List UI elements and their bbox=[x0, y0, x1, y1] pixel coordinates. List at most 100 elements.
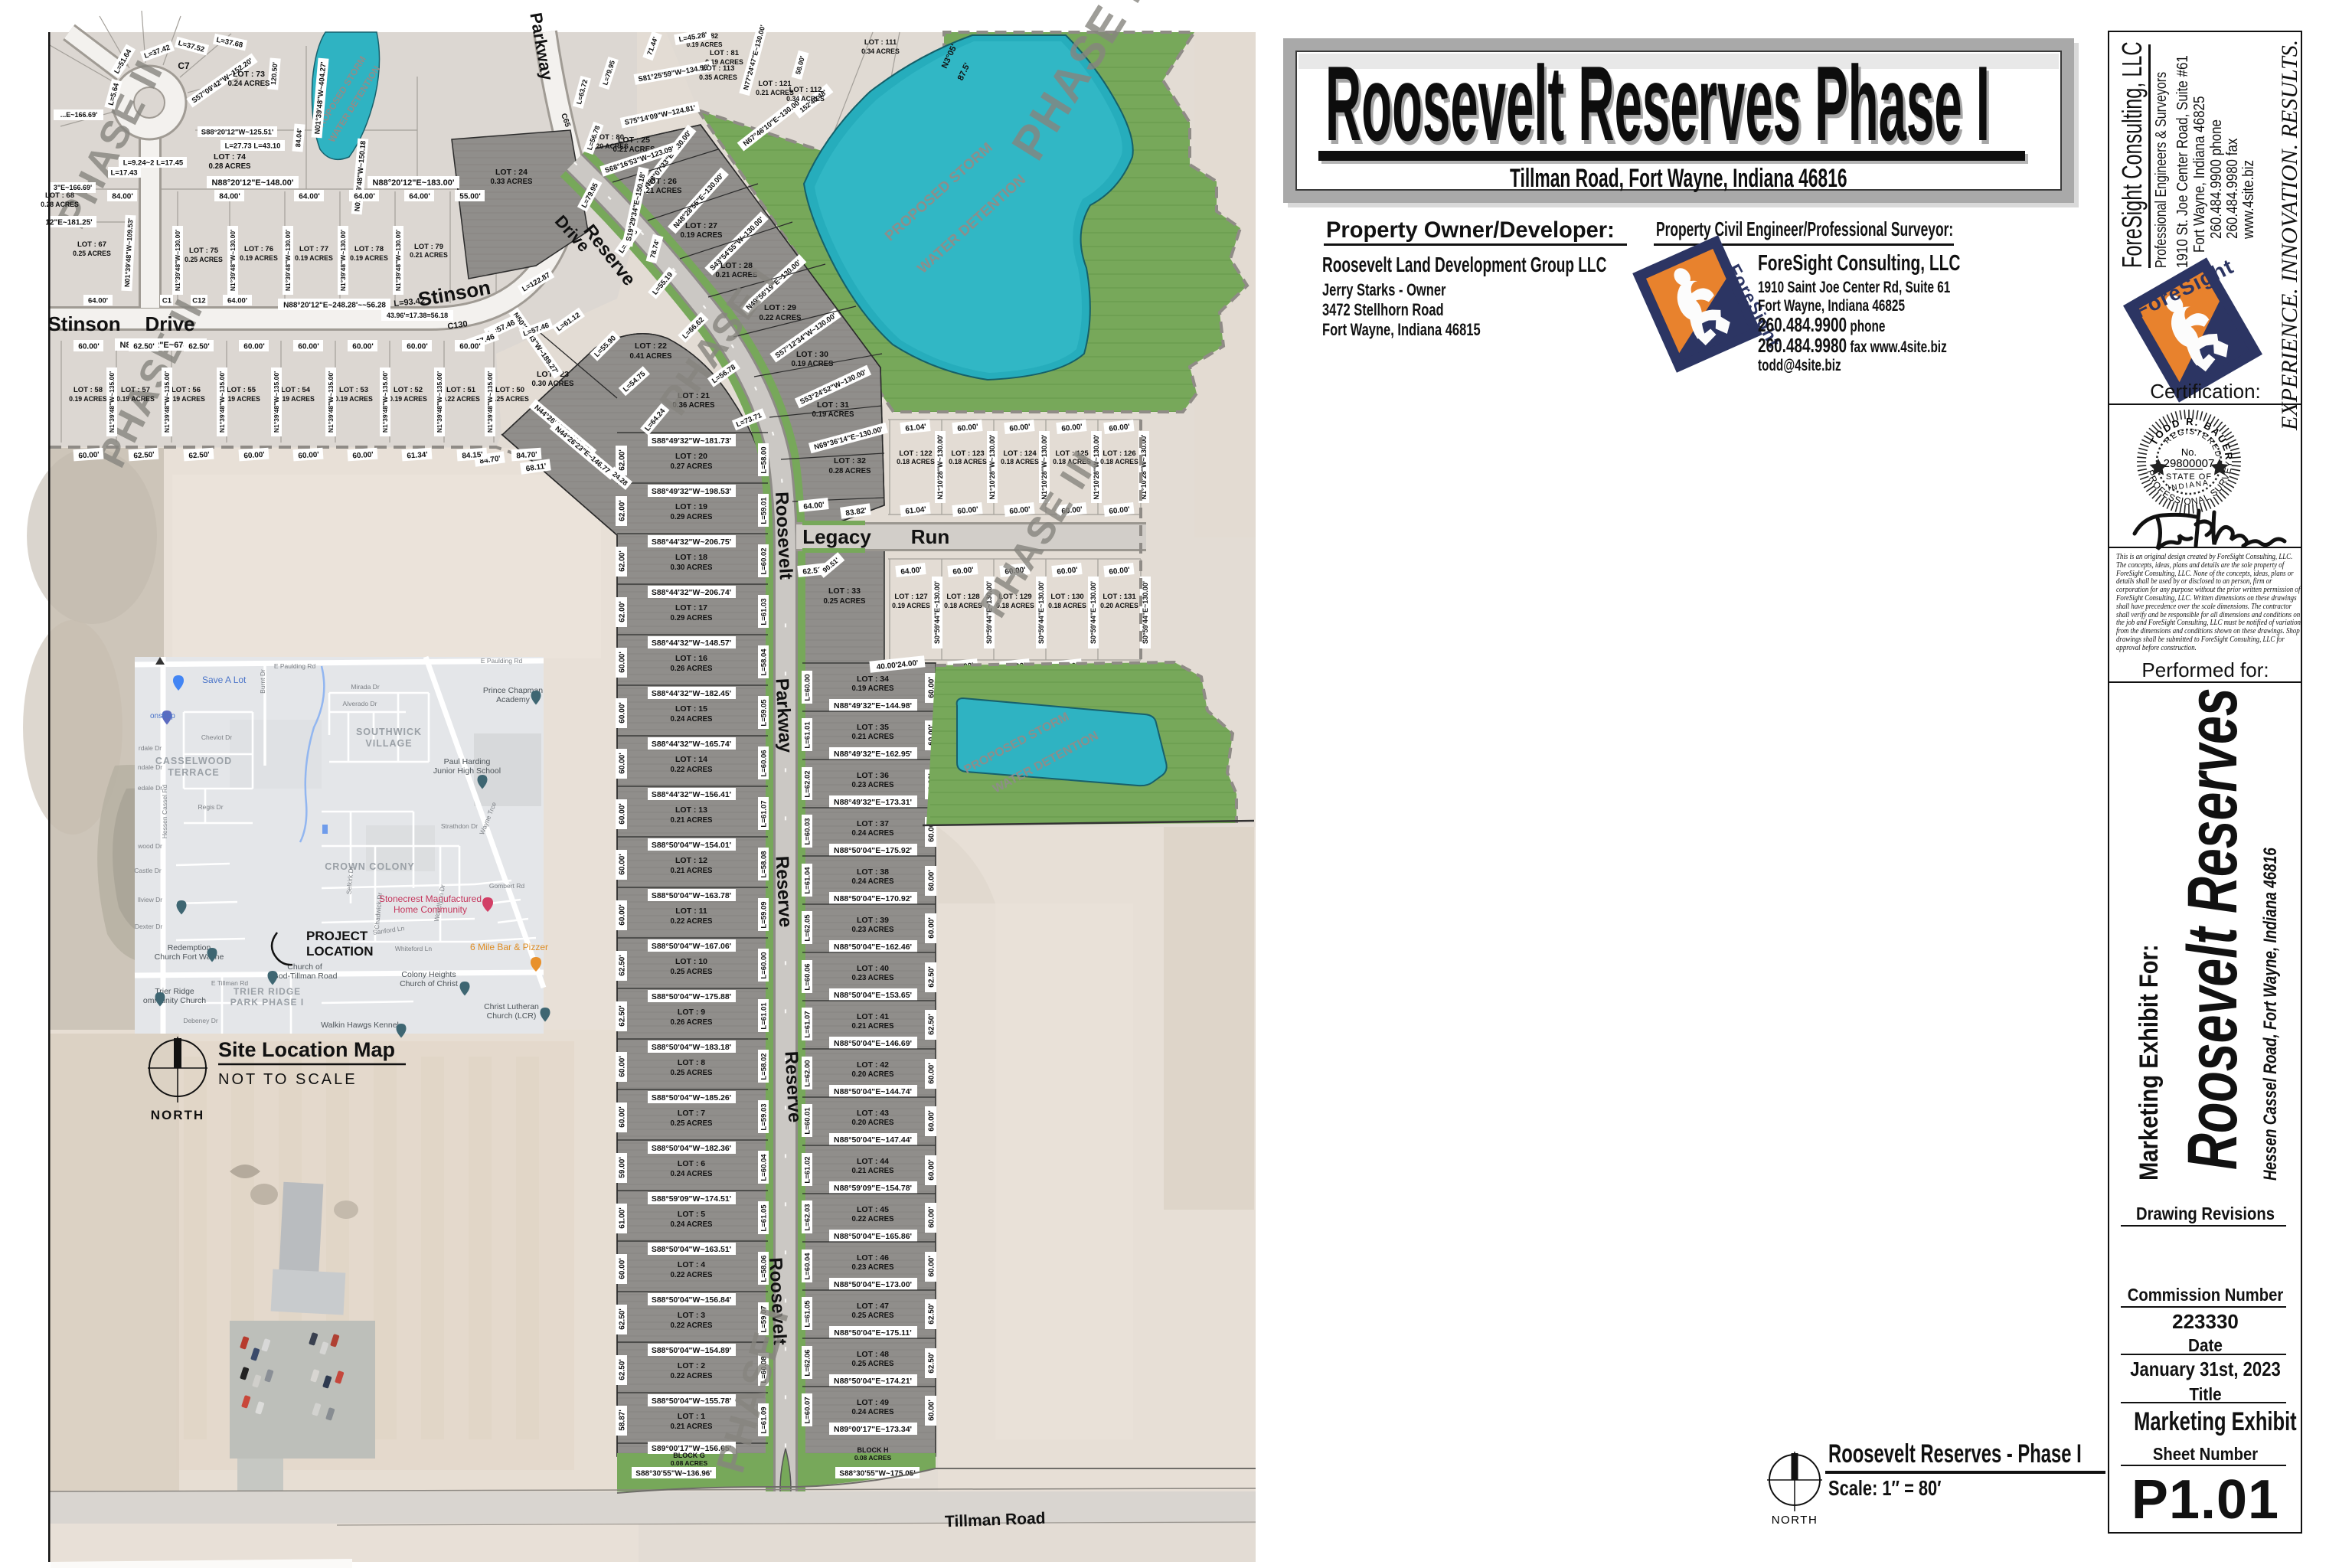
svg-text:N88°20'12"E~148.00': N88°20'12"E~148.00' bbox=[212, 178, 294, 188]
svg-text:CROWN COLONY: CROWN COLONY bbox=[325, 861, 415, 872]
svg-text:N1°39'48"W~135.00': N1°39'48"W~135.00' bbox=[163, 371, 171, 433]
svg-text:LOT : 77: LOT : 77 bbox=[299, 245, 328, 253]
svg-text:55.00': 55.00' bbox=[459, 193, 480, 201]
svg-text:60.00': 60.00' bbox=[619, 652, 627, 672]
svg-text:0.21 ACRES: 0.21 ACRES bbox=[640, 187, 682, 195]
svg-text:60.00': 60.00' bbox=[1057, 566, 1078, 577]
svg-text:0.18 ACRES: 0.18 ACRES bbox=[1048, 602, 1086, 609]
svg-text:0.18 ACRES: 0.18 ACRES bbox=[1100, 458, 1138, 466]
svg-text:Alverado Dr: Alverado Dr bbox=[343, 700, 377, 707]
svg-text:Roosevelt: Roosevelt bbox=[765, 1257, 790, 1346]
svg-text:60.00': 60.00' bbox=[1004, 566, 1026, 577]
svg-text:61.04': 61.04' bbox=[905, 423, 926, 433]
svg-text:0.21 ACRES: 0.21 ACRES bbox=[613, 145, 655, 154]
svg-text:0.21 ACRES: 0.21 ACRES bbox=[410, 251, 448, 259]
svg-text:E Paulding Rd: E Paulding Rd bbox=[481, 657, 523, 665]
svg-text:0.20 ACRES: 0.20 ACRES bbox=[590, 142, 629, 150]
svg-text:64.00': 64.00' bbox=[803, 501, 825, 511]
svg-text:S88°44'32"W~182.45': S88°44'32"W~182.45' bbox=[652, 689, 731, 698]
svg-text:0.19 ACRES: 0.19 ACRES bbox=[240, 254, 278, 262]
svg-text:L=61.01: L=61.01 bbox=[803, 721, 812, 749]
svg-text:S88°50'04"W~183.18': S88°50'04"W~183.18' bbox=[652, 1043, 731, 1052]
svg-text:84.70': 84.70' bbox=[516, 451, 537, 461]
svg-text:S88°50'04"W~163.78': S88°50'04"W~163.78' bbox=[652, 891, 731, 900]
svg-text:64.00': 64.00' bbox=[299, 193, 319, 201]
svg-text:59.00': 59.00' bbox=[619, 1157, 627, 1178]
svg-text:Run: Run bbox=[911, 525, 950, 548]
svg-text:C130: C130 bbox=[447, 319, 469, 332]
svg-text:LOT : 42: LOT : 42 bbox=[857, 1060, 889, 1070]
svg-text:0.26 ACRES: 0.26 ACRES bbox=[671, 1018, 713, 1027]
svg-text:0.25 ACRES: 0.25 ACRES bbox=[491, 395, 529, 403]
svg-text:N1°39'48"W~135.00': N1°39'48"W~135.00' bbox=[327, 371, 335, 433]
svg-text:Stonecrest Manufactured: Stonecrest Manufactured bbox=[379, 893, 482, 904]
svg-text:84.00': 84.00' bbox=[219, 193, 240, 201]
svg-text:60.00': 60.00' bbox=[928, 1207, 936, 1227]
svg-text:62.50': 62.50' bbox=[619, 1308, 627, 1329]
svg-text:60.00': 60.00' bbox=[243, 343, 264, 351]
svg-text:CASSELWOOD: CASSELWOOD bbox=[155, 756, 232, 766]
svg-text:0.26 ACRES: 0.26 ACRES bbox=[671, 665, 713, 673]
svg-text:LOT : 130: LOT : 130 bbox=[1050, 593, 1083, 601]
svg-text:LOT : 46: LOT : 46 bbox=[857, 1253, 889, 1263]
svg-text:60.00': 60.00' bbox=[459, 343, 480, 351]
svg-text:L=60.00: L=60.00 bbox=[803, 674, 812, 701]
svg-text:S88°50'04"W~163.51': S88°50'04"W~163.51' bbox=[652, 1245, 731, 1254]
svg-text:0.33 ACRES: 0.33 ACRES bbox=[491, 178, 533, 186]
svg-text:62.50': 62.50' bbox=[928, 1014, 936, 1034]
svg-text:0.25 ACRES: 0.25 ACRES bbox=[671, 968, 713, 976]
svg-text:0.28 ACRES: 0.28 ACRES bbox=[41, 201, 79, 208]
svg-text:0.21 ACRES: 0.21 ACRES bbox=[671, 816, 713, 825]
svg-text:Castle Dr: Castle Dr bbox=[134, 867, 162, 874]
svg-text:E Tillman Rd: E Tillman Rd bbox=[211, 979, 248, 987]
svg-text:Chadwick Dr: Chadwick Dr bbox=[373, 892, 384, 929]
svg-text:LOT : 125: LOT : 125 bbox=[1055, 449, 1089, 458]
svg-text:LOT : 15: LOT : 15 bbox=[675, 704, 707, 714]
svg-text:NORTH: NORTH bbox=[1772, 1514, 1818, 1527]
svg-text:LOT : 73: LOT : 73 bbox=[233, 70, 265, 79]
svg-text:0.22 ACRES: 0.22 ACRES bbox=[671, 917, 713, 926]
svg-text:LOT : 112: LOT : 112 bbox=[789, 86, 822, 94]
svg-text:0.30 ACRES: 0.30 ACRES bbox=[671, 564, 713, 572]
svg-text:Strathdon Dr: Strathdon Dr bbox=[441, 822, 478, 830]
svg-text:0.25 ACRES: 0.25 ACRES bbox=[852, 1312, 894, 1320]
svg-text:N1°10'28"W~130.00': N1°10'28"W~130.00' bbox=[1140, 435, 1148, 500]
svg-text:LOT : 74: LOT : 74 bbox=[214, 152, 246, 162]
svg-text:0.41 ACRES: 0.41 ACRES bbox=[630, 352, 672, 361]
svg-text:N1°39'48"W~130.00': N1°39'48"W~130.00' bbox=[174, 230, 181, 291]
svg-text:0.20 ACRES: 0.20 ACRES bbox=[852, 1119, 894, 1127]
svg-text:58.87': 58.87' bbox=[619, 1410, 627, 1430]
svg-text:S88°30'55"W~175.05': S88°30'55"W~175.05' bbox=[839, 1470, 915, 1478]
svg-text:LOT : 31: LOT : 31 bbox=[817, 400, 849, 410]
svg-text:LOT : 58: LOT : 58 bbox=[74, 386, 103, 394]
svg-text:L=60.03: L=60.03 bbox=[803, 818, 812, 844]
svg-text:L=61.02: L=61.02 bbox=[803, 1156, 812, 1183]
svg-text:0.22 ACRES: 0.22 ACRES bbox=[671, 1372, 713, 1380]
svg-text:LOT : 44: LOT : 44 bbox=[857, 1157, 889, 1166]
svg-text:Cheviot Dr: Cheviot Dr bbox=[201, 733, 232, 741]
svg-text:0.19 ACRES: 0.19 ACRES bbox=[892, 602, 930, 609]
svg-text:Dexter Dr: Dexter Dr bbox=[135, 923, 163, 930]
svg-text:LOT : 24: LOT : 24 bbox=[495, 168, 528, 177]
svg-text:LOT : 32: LOT : 32 bbox=[834, 456, 866, 466]
svg-text:60.00': 60.00' bbox=[1061, 505, 1083, 516]
svg-text:60.00': 60.00' bbox=[352, 451, 374, 461]
svg-text:L=60.08: L=60.08 bbox=[760, 1356, 768, 1383]
svg-text:60.00': 60.00' bbox=[78, 451, 100, 461]
svg-text:0.35 ACRES: 0.35 ACRES bbox=[699, 74, 737, 81]
svg-text:62.50': 62.50' bbox=[619, 955, 627, 975]
svg-text:L=9.24~2 L=17.45: L=9.24~2 L=17.45 bbox=[123, 158, 184, 167]
svg-text:0.24 ACRES: 0.24 ACRES bbox=[852, 877, 894, 886]
svg-text:64.00': 64.00' bbox=[88, 296, 108, 305]
svg-text:C1: C1 bbox=[162, 296, 172, 305]
svg-text:LOT : 26: LOT : 26 bbox=[645, 177, 677, 186]
svg-text:0.22 ACRES: 0.22 ACRES bbox=[671, 766, 713, 774]
svg-text:LOT : 3: LOT : 3 bbox=[678, 1311, 705, 1320]
svg-text:60.00': 60.00' bbox=[1109, 566, 1130, 577]
svg-text:Trier Ridge: Trier Ridge bbox=[155, 987, 194, 996]
svg-text:LOT : 12: LOT : 12 bbox=[675, 856, 707, 865]
svg-text:N88°59'09"E~154.78': N88°59'09"E~154.78' bbox=[834, 1184, 912, 1193]
svg-text:L=60.06: L=60.06 bbox=[760, 750, 768, 776]
svg-text:...E~166.69': ...E~166.69' bbox=[60, 111, 97, 119]
svg-text:S0°59'44"E~130.00': S0°59'44"E~130.00' bbox=[985, 581, 993, 644]
